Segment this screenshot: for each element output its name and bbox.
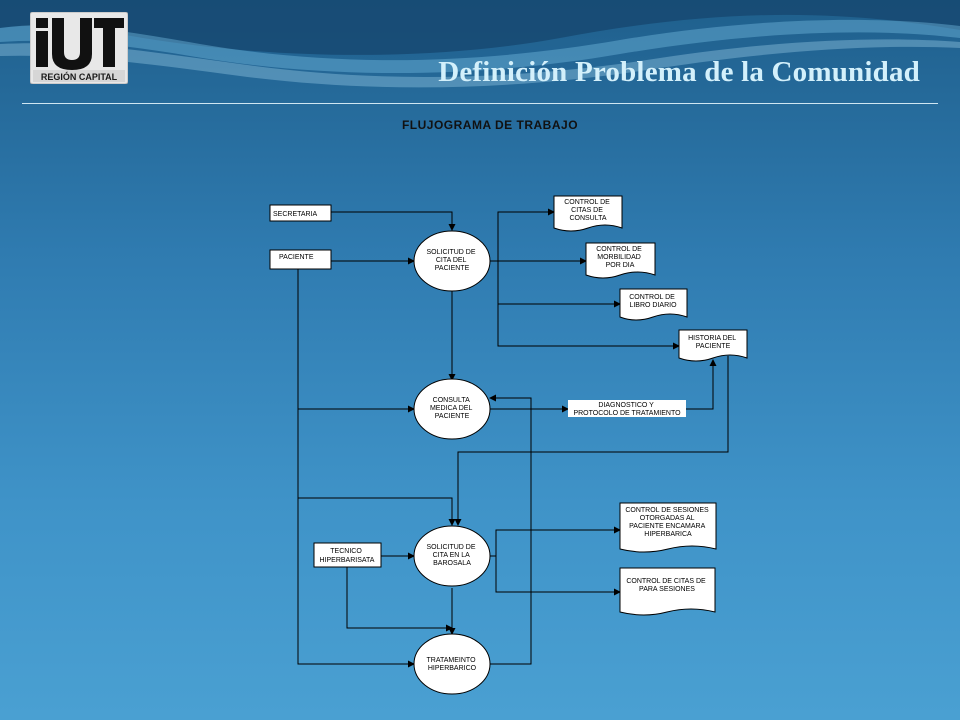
- edge-secretaria-solicitud: [331, 211, 456, 231]
- node-paciente-label: PACIENTE: [279, 254, 314, 261]
- node-tecnico: TECNICO HIPERBARISATA: [313, 542, 382, 568]
- title-divider: [22, 103, 938, 104]
- edge-barosala-citas-sesiones: [495, 556, 621, 596]
- edge-solicitud-control-citas: [490, 208, 555, 262]
- node-control-sesiones: CONTROL DE SESIONES OTORGADAS AL PACIENT…: [619, 502, 717, 553]
- node-solicitud-cita-label: SOLICITUD DE CITA DEL PACIENTE: [427, 249, 478, 272]
- node-control-morbilidad: CONTROL DE MORBILIDAD POR DIA: [585, 242, 656, 279]
- node-historia-label: HISTORIA DEL PACIENTE: [688, 335, 738, 350]
- node-secretaria: SECRETARIA: [269, 204, 332, 222]
- diagram-title: FLUJOGRAMA DE TRABAJO: [401, 118, 579, 132]
- node-consulta-medica: CONSULTA MEDICA DEL PACIENTE: [413, 378, 491, 440]
- node-control-sesiones-label: CONTROL DE SESIONES OTORGADAS AL PACIENT…: [625, 507, 710, 538]
- edge-diagnostico-historia: [686, 359, 717, 410]
- node-control-citas-consulta: CONTROL DE CITAS DE CONSULTA: [553, 195, 623, 232]
- node-solicitud-barosala: SOLICITUD DE CITA EN LA BAROSALA: [413, 525, 491, 587]
- node-consulta-medica-label: CONSULTA MEDICA DEL PACIENTE: [430, 397, 474, 420]
- edge-tratamiento-consulta: [489, 394, 532, 665]
- node-control-citas-sesiones: CONTROL DE CITAS DE PARA SESIONES: [619, 567, 716, 616]
- node-control-morbilidad-label: CONTROL DE MORBILIDAD POR DIA: [596, 246, 644, 269]
- edge-solicitud-historia: [497, 304, 680, 350]
- node-control-libro-label: CONTROL DE LIBRO DIARIO: [629, 294, 677, 309]
- node-secretaria-label: SECRETARIA: [273, 211, 318, 218]
- edge-historia-barosala: [454, 356, 729, 526]
- edge-barosala-sesiones: [490, 526, 621, 557]
- node-tratamiento: TRATAMEINTO HIPERBARICO: [413, 633, 491, 695]
- node-solicitud-cita: SOLICITUD DE CITA DEL PACIENTE: [413, 230, 491, 292]
- node-control-citas-sesiones-label: CONTROL DE CITAS DE PARA SESIONES: [626, 578, 707, 593]
- node-control-citas-consulta-label: CONTROL DE CITAS DE CONSULTA: [564, 199, 612, 222]
- page-title: Definición Problema de la Comunidad: [438, 56, 920, 88]
- node-paciente: PACIENTE: [269, 249, 332, 270]
- logo-subtitle: REGIÓN CAPITAL: [40, 72, 118, 82]
- node-tecnico-label: TECNICO HIPERBARISATA: [320, 548, 375, 564]
- connectors: [297, 208, 729, 668]
- edge-paciente-barosala: [297, 409, 456, 526]
- node-diagnostico: DIAGNOSTICO Y PROTOCOLO DE TRATAMIENTO: [568, 400, 686, 417]
- edge-paciente-consulta: [297, 268, 415, 413]
- iut-logo: [30, 12, 128, 84]
- node-control-libro: CONTROL DE LIBRO DIARIO: [619, 288, 688, 321]
- node-historia: HISTORIA DEL PACIENTE: [678, 329, 748, 362]
- edge-paciente-tratamiento: [297, 498, 415, 668]
- header-wave: [0, 0, 960, 88]
- node-solicitud-barosala-label: SOLICITUD DE CITA EN LA BAROSALA: [427, 544, 478, 567]
- node-diagnostico-label: DIAGNOSTICO Y PROTOCOLO DE TRATAMIENTO: [573, 402, 681, 417]
- edge-tecnico-tratamiento: [346, 567, 453, 632]
- node-tratamiento-label: TRATAMEINTO HIPERBARICO: [427, 657, 478, 672]
